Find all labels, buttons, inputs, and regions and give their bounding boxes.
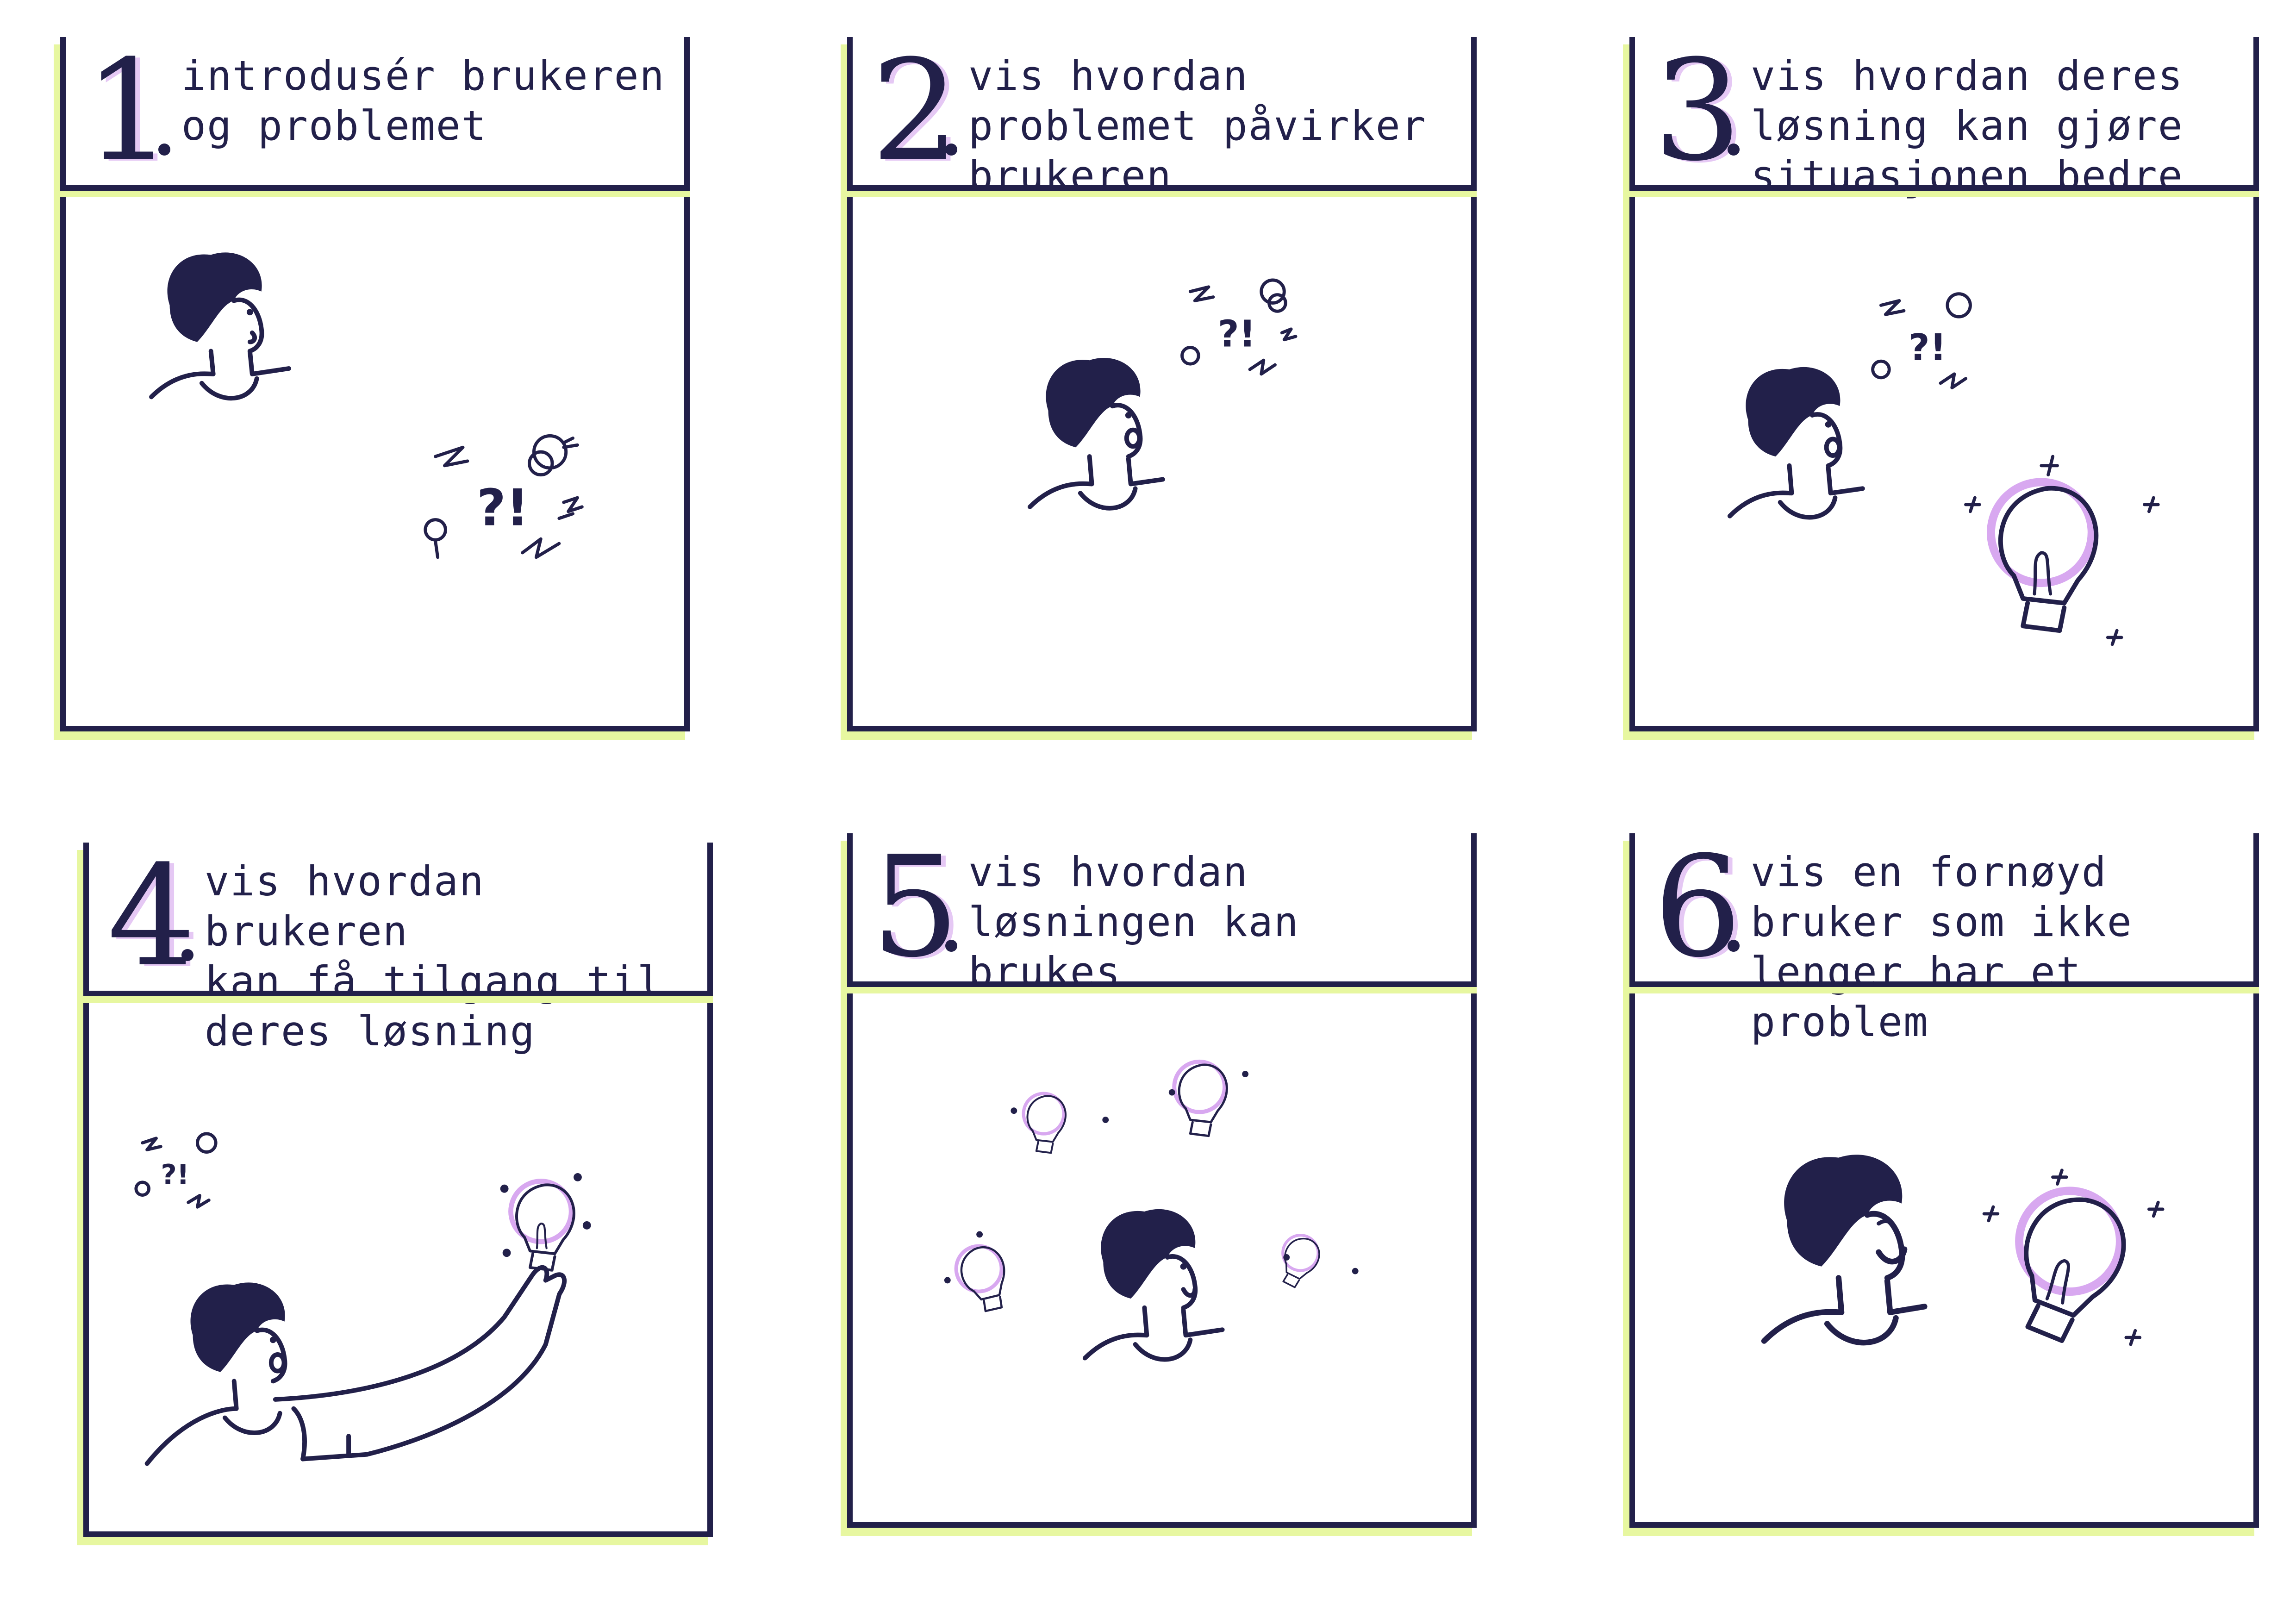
problem-mark: ?! xyxy=(161,1159,189,1191)
lightbulb-icon xyxy=(1172,1059,1228,1137)
person-icon xyxy=(1028,358,1165,511)
step-dot xyxy=(181,949,193,961)
panel-illustration: ?! xyxy=(1635,191,2253,726)
sparkle-icon xyxy=(1982,1168,2165,1346)
sparkle-icon xyxy=(500,1173,591,1257)
panel-frame: 5 vis hvordan løsningen kan brukes xyxy=(847,833,1477,1528)
step-number: 2 xyxy=(871,30,960,192)
step-caption: vis hvordan deres løsning kan gjøre situ… xyxy=(1751,52,2184,200)
panel-3: 3 vis hvordan deres løsning kan gjøre si… xyxy=(1623,37,2259,740)
step-number: 5 xyxy=(871,826,960,988)
person-icon xyxy=(1761,1155,1928,1346)
lightbulb-icon xyxy=(508,1179,575,1272)
step-caption: vis hvordan problemet påvirker brukeren xyxy=(968,52,1427,200)
lightbulb-icon xyxy=(2015,1187,2126,1343)
panel-header: 1 introdusér brukeren og problemet xyxy=(60,30,690,197)
illustration-svg: ?! xyxy=(1028,278,1298,511)
panel-5: 5 vis hvordan løsningen kan brukes xyxy=(841,833,1477,1536)
person-icon xyxy=(149,252,291,401)
panel-illustration: ?! xyxy=(89,996,707,1531)
illustration-svg: ?! xyxy=(134,1132,591,1466)
panel-frame: 1 introdusér brukeren og problemet xyxy=(60,37,690,731)
step-caption: introdusér brukeren og problemet xyxy=(181,52,665,150)
illustration-svg xyxy=(1761,1155,2165,1346)
panel-frame: 3 vis hvordan deres løsning kan gjøre si… xyxy=(1629,37,2259,731)
lightbulb-icon xyxy=(954,1244,1005,1312)
lightbulb-icon xyxy=(1987,478,2099,633)
panel-1: 1 introdusér brukeren og problemet xyxy=(54,37,690,740)
panel-header: 6 vis en fornøyd bruker som ikke lenger … xyxy=(1629,826,2259,1046)
pointing-hand-icon xyxy=(273,1265,567,1462)
problem-scribble-icon: ?! xyxy=(134,1132,218,1209)
panel-illustration: ?! xyxy=(66,191,684,726)
step-number: 3 xyxy=(1653,30,1742,192)
problem-mark: ?! xyxy=(1909,326,1947,369)
illustration-svg: ?! xyxy=(149,252,584,559)
panel-illustration xyxy=(1635,987,2253,1522)
person-icon xyxy=(1727,367,1865,520)
sparkle-icon xyxy=(944,1071,1359,1284)
panel-4: 4 vis hvordan brukeren kan få tilgang ti… xyxy=(77,843,713,1545)
problem-scribble-icon: ?! xyxy=(424,434,584,559)
problem-mark: ?! xyxy=(1218,313,1256,356)
panel-illustration xyxy=(853,987,1471,1522)
illustration-svg xyxy=(944,1059,1359,1362)
panel-frame: 2 vis hvordan problemet påvirker brukere… xyxy=(847,37,1477,731)
step-dot xyxy=(1728,940,1740,952)
panel-6: 6 vis en fornøyd bruker som ikke lenger … xyxy=(1623,833,2259,1536)
lightbulb-icon xyxy=(1281,1234,1320,1288)
panel-frame: 6 vis en fornøyd bruker som ikke lenger … xyxy=(1629,833,2259,1528)
step-dot xyxy=(158,144,170,156)
person-icon xyxy=(144,1282,287,1466)
step-number: 6 xyxy=(1653,826,1742,988)
panel-header: 3 vis hvordan deres løsning kan gjøre si… xyxy=(1629,30,2259,200)
panel-header: 5 vis hvordan løsningen kan brukes xyxy=(847,826,1477,996)
sparkle-icon xyxy=(1964,455,2160,646)
person-icon xyxy=(1082,1209,1225,1362)
panel-header: 4 vis hvordan brukeren kan få tilgang ti… xyxy=(83,836,713,1055)
step-caption: vis en fornøyd bruker som ikke lenger ha… xyxy=(1751,848,2133,1046)
lightbulb-icon xyxy=(1022,1092,1067,1154)
step-dot xyxy=(945,144,957,156)
problem-scribble-icon: ?! xyxy=(1871,292,1972,390)
problem-scribble-icon: ?! xyxy=(1180,278,1298,376)
step-dot xyxy=(945,940,957,952)
illustration-svg: ?! xyxy=(1727,292,2160,646)
panel-header: 2 vis hvordan problemet påvirker brukere… xyxy=(847,30,1477,200)
step-caption: vis hvordan løsningen kan brukes xyxy=(968,848,1299,996)
problem-mark: ?! xyxy=(477,479,529,537)
panel-frame: 4 vis hvordan brukeren kan få tilgang ti… xyxy=(83,843,713,1537)
step-number: 1 xyxy=(84,30,173,192)
step-caption: vis hvordan brukeren kan få tilgang til … xyxy=(205,857,663,1055)
panel-2: 2 vis hvordan problemet påvirker brukere… xyxy=(841,37,1477,740)
panel-illustration: ?! xyxy=(853,191,1471,726)
step-dot xyxy=(1728,144,1740,156)
step-number: 4 xyxy=(107,836,196,997)
